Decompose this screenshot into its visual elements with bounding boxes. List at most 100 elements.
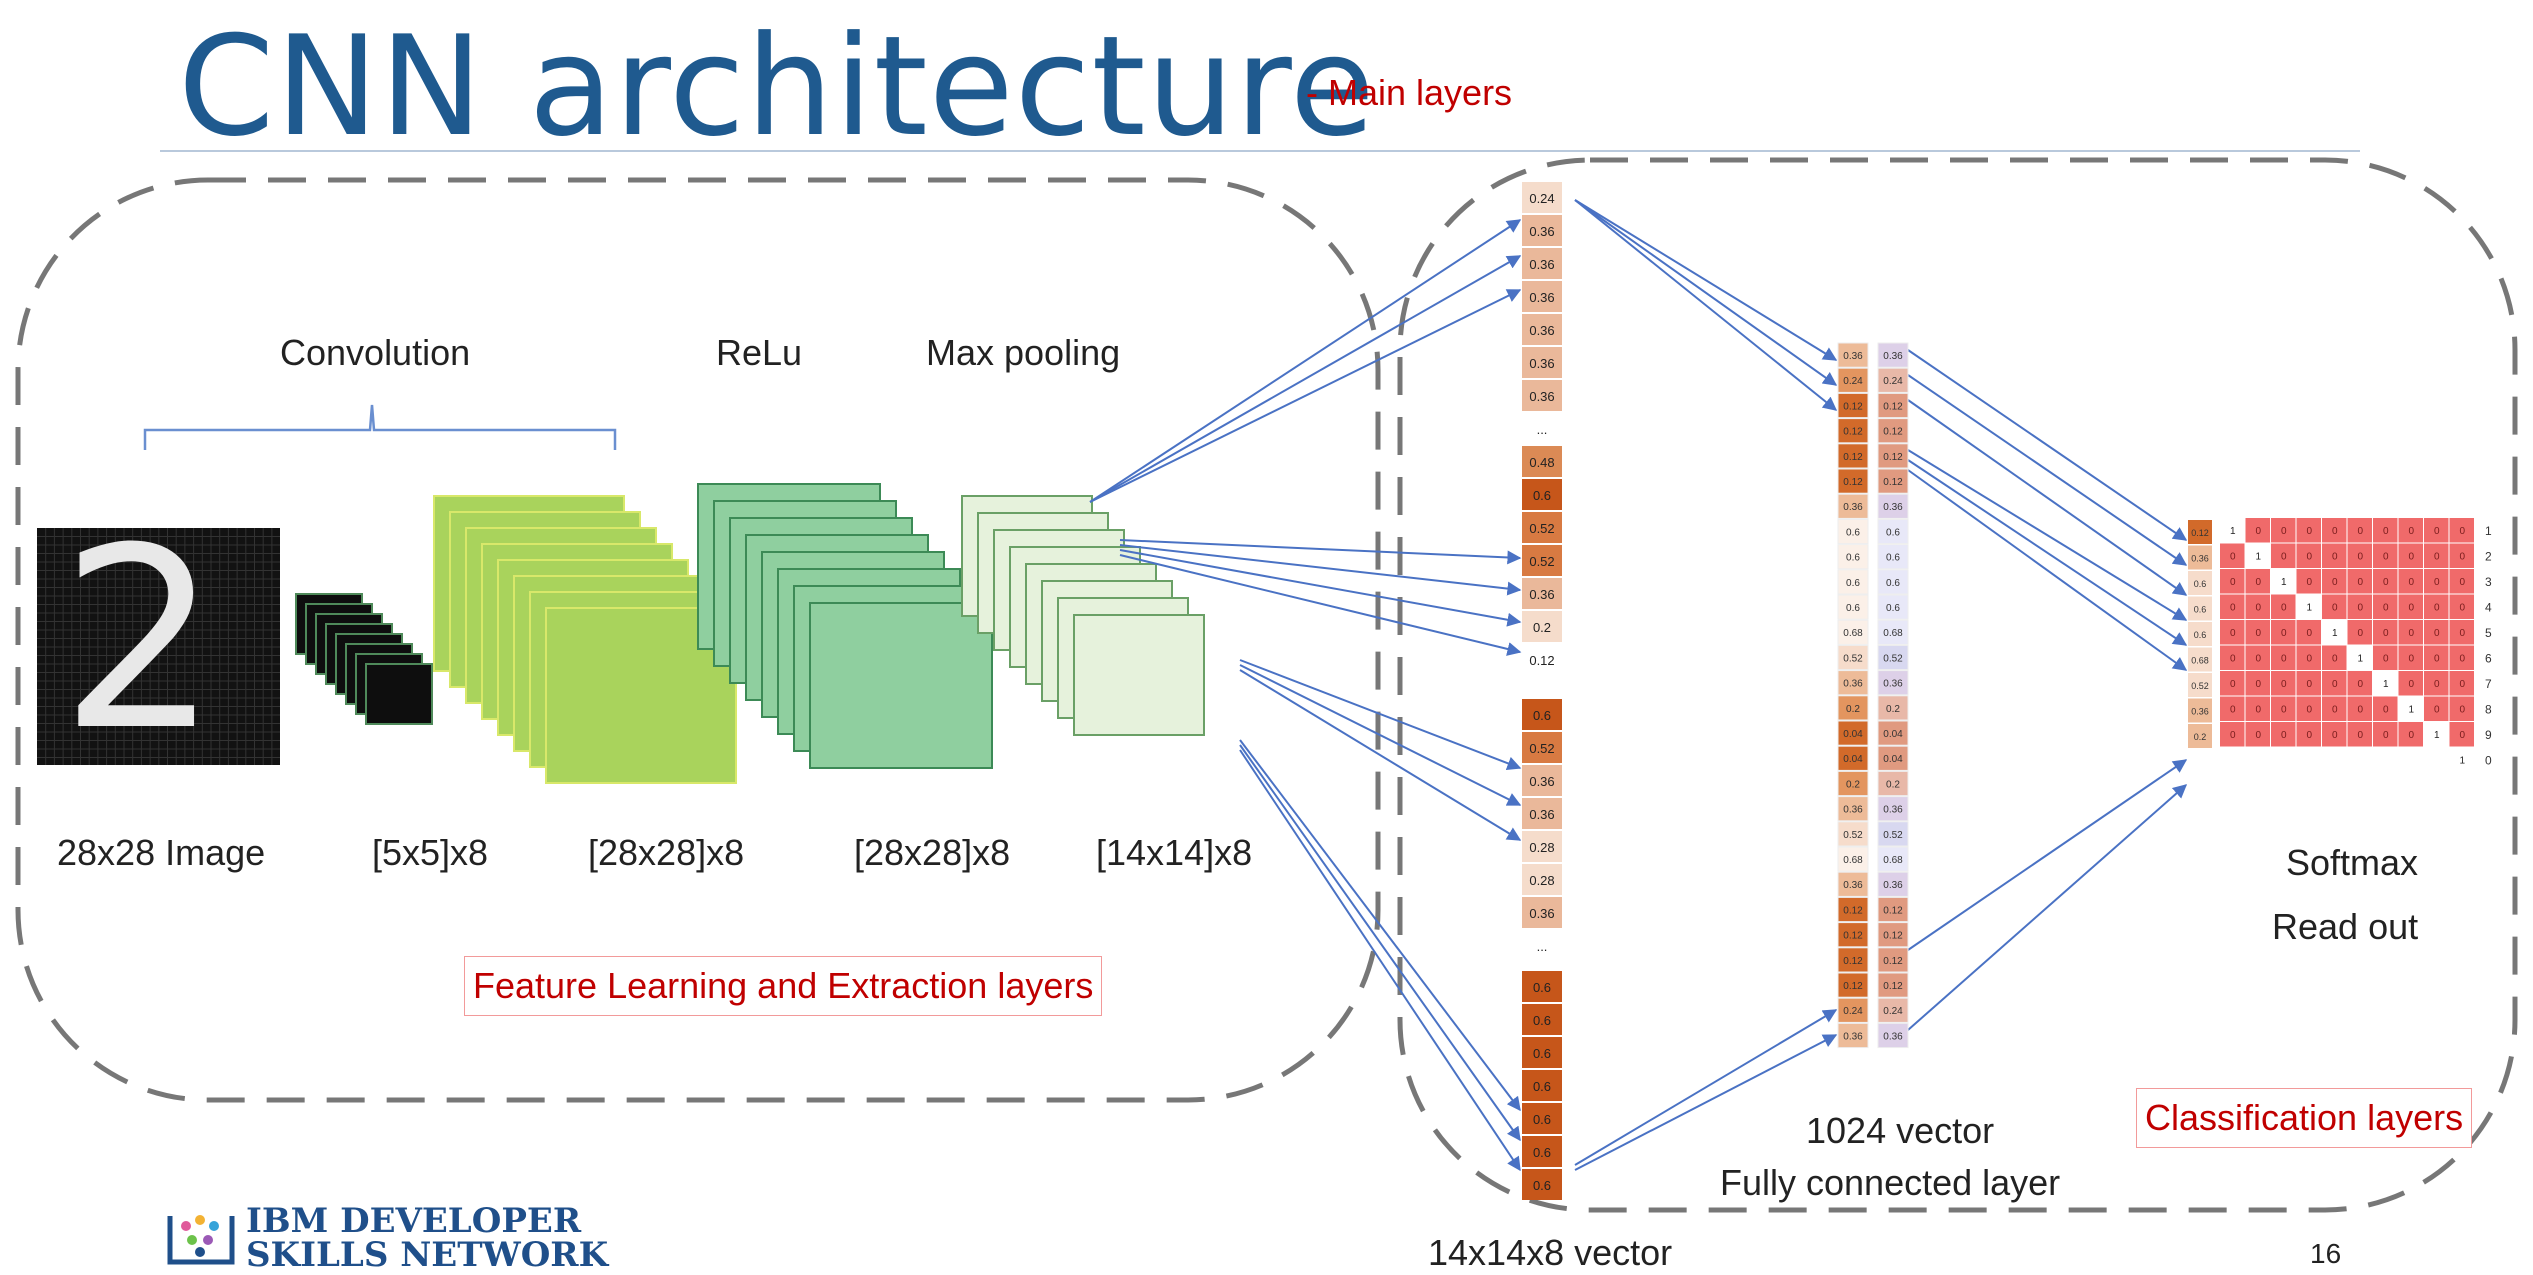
fc-cell-value: 0.36 [1843, 351, 1863, 362]
softmax-cell-value: 0 [2255, 628, 2261, 639]
fc-cell-value: 0.36 [1843, 502, 1863, 513]
fc-cell-value: 0.04 [1843, 729, 1863, 740]
fc-cell [1877, 594, 1909, 620]
softmax-cell [2347, 696, 2372, 721]
fc-cell [1837, 821, 1869, 847]
softmax-cell-value: 0 [2306, 705, 2312, 716]
softmax-input-value: 0.68 [2191, 656, 2209, 666]
softmax-cell-value: 0 [2383, 603, 2389, 614]
flatten-cell-value: 0.36 [1529, 356, 1554, 371]
softmax-input-cell [2188, 698, 2212, 723]
fc-cell-value: 0.68 [1843, 628, 1863, 639]
flatten-cell [1522, 798, 1562, 829]
softmax-cell-value: 0 [2332, 654, 2338, 665]
fc-cell [1837, 770, 1869, 797]
softmax-cell-value: 0 [2357, 628, 2363, 639]
fc-cell [1877, 443, 1909, 469]
fc-cell [1837, 947, 1869, 973]
softmax-cell [2373, 569, 2398, 594]
softmax-cell [2347, 645, 2372, 670]
softmax-cell [2449, 594, 2474, 619]
softmax-cell-value: 0 [2230, 603, 2236, 614]
softmax-cell-value: 0 [2230, 730, 2236, 741]
softmax-cell [2271, 518, 2296, 543]
fc-cell [1877, 770, 1909, 797]
softmax-input-value: 0.52 [2191, 681, 2209, 691]
softmax-row-label: 6 [2485, 652, 2492, 666]
connection-arrow [1907, 759, 2188, 951]
softmax-input-value: 0.36 [2191, 554, 2209, 564]
softmax-cell-value: 0 [2255, 730, 2261, 741]
flatten-cell [1522, 314, 1562, 345]
fc-cell-value: 0.12 [1883, 452, 1903, 463]
fc-cell-value: 0.6 [1846, 603, 1860, 614]
flatten-cell [1522, 512, 1562, 543]
conv-dim-label: [28x28]x8 [588, 832, 745, 873]
softmax-cell-value: 0 [2255, 526, 2261, 537]
connection-arrow [1907, 784, 2188, 1031]
softmax-cell-value: 0 [2434, 679, 2440, 690]
fc-label-line2: Fully connected layer [1720, 1162, 2061, 1203]
page-subtitle: - Main layers [1306, 72, 1513, 113]
fc-cell [1877, 947, 1909, 973]
fc-cell [1877, 796, 1909, 822]
softmax-cell [2220, 620, 2245, 645]
softmax-cell-value: 0 [2332, 705, 2338, 716]
flatten-cell-value: 0.36 [1529, 224, 1554, 239]
softmax-cell [2220, 518, 2245, 543]
softmax-cell-value: 1 [2306, 603, 2312, 614]
logo-icon [167, 1215, 235, 1265]
flatten-cell [1522, 1070, 1562, 1101]
softmax-cell [2220, 569, 2245, 594]
softmax-cell-value: 1 [2255, 552, 2261, 563]
flatten-cell-value: 0.48 [1529, 455, 1554, 470]
softmax-input-cell [2188, 622, 2212, 646]
flatten-cell-value: ... [1537, 939, 1548, 954]
softmax-cell-value: 0 [2383, 552, 2389, 563]
fc-cell-value: 0.6 [1886, 578, 1900, 589]
softmax-cell-value: 0 [2332, 577, 2338, 588]
fc-cell [1877, 871, 1909, 897]
softmax-cell [2322, 696, 2347, 721]
flatten-cell-value: 0.36 [1529, 389, 1554, 404]
softmax-cell [2373, 518, 2398, 543]
softmax-cell [2271, 671, 2296, 696]
fc-cell [1837, 972, 1869, 998]
fc-cell [1837, 594, 1869, 620]
softmax-cell [2271, 594, 2296, 619]
fc-cell-value: 0.12 [1883, 427, 1903, 438]
fc-cell [1837, 796, 1869, 822]
softmax-cell [2322, 518, 2347, 543]
softmax-row-label: 1 [2485, 524, 2492, 538]
softmax-cell [2347, 671, 2372, 696]
fc-cell-value: 0.68 [1843, 855, 1863, 866]
connection-arrow [1907, 469, 2188, 671]
fc-cell-value: 0.12 [1843, 981, 1863, 992]
softmax-cell-value: 1 [2357, 654, 2363, 665]
feature-region-border [15, 177, 1381, 1103]
connection-arrow [1574, 199, 1838, 411]
softmax-cell [2398, 620, 2423, 645]
fc-cell-value: 0.6 [1846, 527, 1860, 538]
softmax-row-label: 0 [2485, 754, 2492, 768]
fc-cell [1877, 569, 1909, 595]
connection-arrow [1239, 669, 1522, 841]
connection-arrow [1239, 749, 1521, 1172]
softmax-cell-value: 1 [2383, 679, 2389, 690]
softmax-cell [2449, 696, 2474, 721]
softmax-cell-value: 0 [2332, 526, 2338, 537]
fc-cell-value: 0.6 [1846, 578, 1860, 589]
softmax-cell-value: 0 [2281, 603, 2287, 614]
connection-arrow [1089, 219, 1522, 503]
softmax-cell [2449, 671, 2474, 696]
flatten-cell [1522, 765, 1562, 796]
fc-cell-value: 0.12 [1843, 401, 1863, 412]
softmax-cell-value: 0 [2408, 577, 2414, 588]
fc-cell-value: 0.24 [1883, 376, 1903, 387]
flatten-vector: 0.240.360.360.360.360.360.36...0.480.60.… [1522, 182, 1562, 1200]
flatten-cell-value: 0.6 [1533, 1178, 1551, 1193]
flatten-cell [1522, 897, 1562, 928]
fc-cell [1837, 392, 1869, 419]
flatten-vector-label: 14x14x8 vector [1428, 1232, 1673, 1273]
flatten-cell-value: 0.36 [1529, 774, 1554, 789]
